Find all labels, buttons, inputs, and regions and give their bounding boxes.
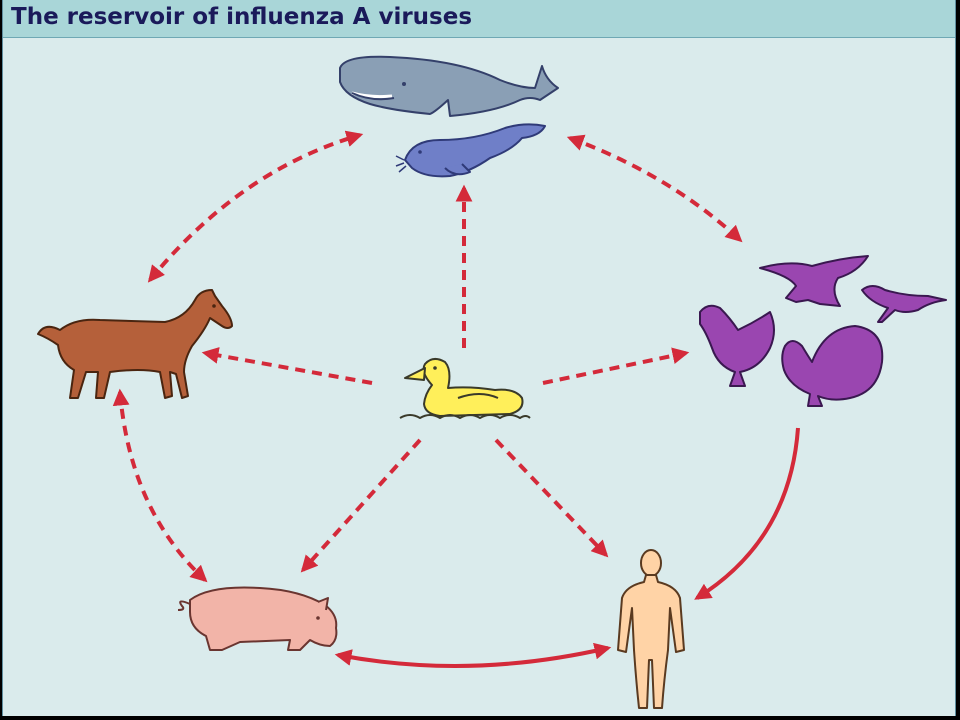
arrow-duck-to-pig (300, 438, 422, 573)
title-bar: The reservoir of influenza A viruses (3, 0, 955, 38)
arrow-birds-to-human (694, 427, 800, 600)
arrow-seal-birds (566, 134, 743, 243)
arrows (112, 130, 800, 668)
duck-icon (399, 358, 531, 419)
birds-icon (699, 255, 947, 407)
arrow-duck-to-birds (542, 347, 690, 385)
arrow-pig-human (334, 642, 612, 668)
eagle-icon (759, 255, 869, 307)
arrow-horse-seal (147, 130, 364, 283)
horse-icon (37, 289, 233, 399)
human-icon (617, 549, 685, 709)
whale-icon (339, 55, 559, 117)
arrow-horse-pig (112, 388, 208, 583)
turkey-icon (781, 325, 884, 407)
diagram-title: The reservoir of influenza A viruses (11, 4, 473, 30)
pig-icon (177, 586, 338, 651)
hen-icon (699, 304, 775, 387)
arrow-duck-to-human (494, 438, 609, 558)
songbird-icon (861, 285, 947, 323)
seal-icon (395, 123, 546, 178)
arrow-duck-to-horse (201, 347, 373, 385)
